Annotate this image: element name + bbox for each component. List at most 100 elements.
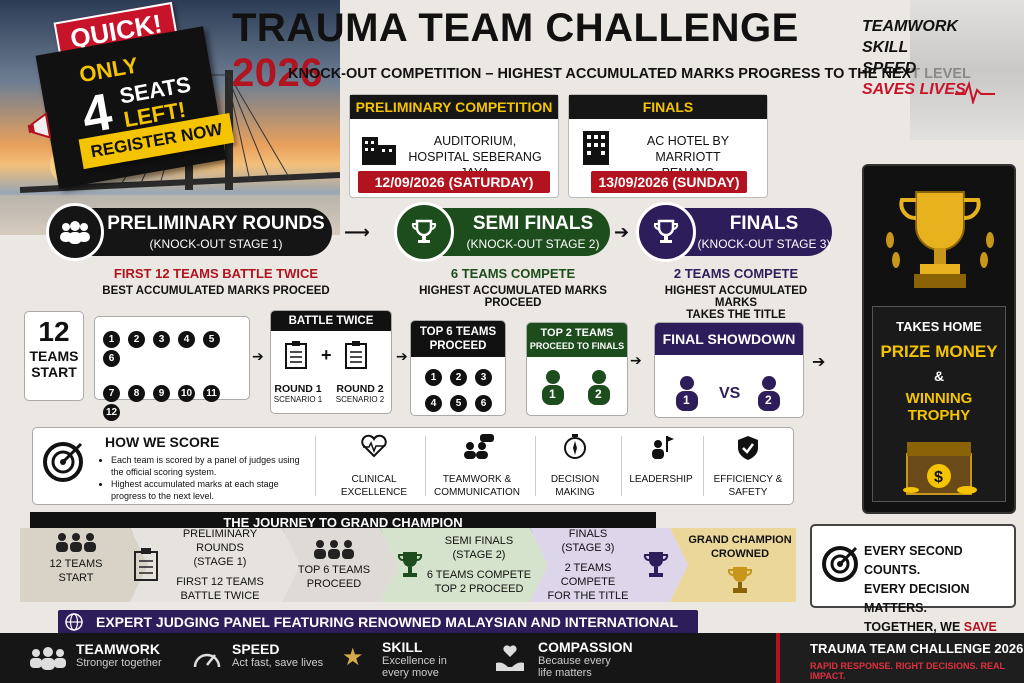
motto-line1: EVERY SECOND COUNTS. bbox=[864, 544, 963, 577]
stage-desc-text-2: TAKES THE TITLE bbox=[686, 309, 786, 321]
team-number: 12 bbox=[103, 404, 120, 421]
team-icon bbox=[56, 533, 96, 552]
team-number: 2 bbox=[765, 393, 772, 407]
journey-text: FINALS bbox=[568, 528, 608, 540]
criteria-label: LEADERSHIP bbox=[629, 474, 693, 485]
footer-item-skill: SKILL Excellence in every move bbox=[382, 639, 447, 679]
team-icon bbox=[30, 647, 66, 670]
footer-desc: Act fast, save lives bbox=[232, 657, 324, 669]
prize-money: PRIZE MONEY bbox=[880, 342, 998, 361]
team-number: 1 bbox=[549, 387, 556, 401]
top2-box: TOP 2 TEAMS PROCEED TO FINALS 1 2 bbox=[526, 322, 628, 416]
vs-text: VS bbox=[719, 385, 741, 402]
scoring-bullet: Highest accumulated marks at each stage … bbox=[111, 478, 301, 502]
criteria-label: EXCELLENCE bbox=[340, 487, 408, 498]
journey-text: START bbox=[58, 572, 94, 584]
motto-line3a: TOGETHER, WE bbox=[864, 620, 964, 634]
journey-text: TOP 2 PROCEED bbox=[434, 583, 524, 595]
final-showdown-box: FINAL SHOWDOWN 1 VS 2 bbox=[654, 322, 804, 418]
stage-red-text: 2 TEAMS COMPETE bbox=[673, 266, 799, 281]
criteria-label: SAFETY bbox=[728, 487, 768, 498]
criteria-label: EFFICIENCY & bbox=[713, 474, 783, 485]
team-number: 2 bbox=[450, 369, 467, 386]
footer-desc: every move bbox=[382, 667, 439, 679]
title-year: 2026 bbox=[232, 51, 323, 95]
team-number: 4 bbox=[425, 395, 442, 412]
prize-panel: TAKES HOME PRIZE MONEY & WINNING TROPHY … bbox=[862, 164, 1016, 514]
footer: TEAMWORK Stronger together SPEED Act fas… bbox=[0, 633, 1024, 683]
venue-line1: AUDITORIUM, bbox=[433, 134, 517, 148]
journey-title: THE JOURNEY TO GRAND CHAMPION bbox=[30, 512, 656, 533]
criteria-label: TEAMWORK & bbox=[442, 474, 512, 485]
plus-sign: + bbox=[321, 345, 332, 365]
stage-sub: (KNOCK-OUT STAGE 1) bbox=[149, 237, 283, 251]
battle-twice-box: BATTLE TWICE + ROUND 1 SCENARIO 1 ROUND … bbox=[270, 310, 392, 414]
footer-heading: TEAMWORK bbox=[76, 641, 160, 657]
team-number: 7 bbox=[103, 385, 120, 402]
start-label: START bbox=[31, 364, 77, 380]
journey-text: 12 TEAMS bbox=[49, 558, 103, 570]
top6-label: TOP 6 TEAMS bbox=[419, 326, 497, 338]
team-number: 1 bbox=[683, 393, 690, 407]
scoring-bullet: Each team is scored by a panel of judges… bbox=[111, 454, 301, 478]
footer-heading: SKILL bbox=[382, 639, 423, 655]
prize-info: TAKES HOME PRIZE MONEY & WINNING TROPHY … bbox=[872, 306, 1006, 502]
stage-title: FINALS bbox=[729, 213, 799, 234]
team-number: 6 bbox=[103, 350, 120, 367]
stage-desc-semifinal: 6 TEAMS COMPETE HIGHEST ACCUMULATED MARK… bbox=[410, 266, 616, 309]
venue-date: 13/09/2026 (SUNDAY) bbox=[591, 171, 747, 193]
stage-desc-text: HIGHEST ACCUMULATED MARKS bbox=[664, 285, 808, 309]
arrow-right-icon: ➔ bbox=[630, 352, 642, 368]
clipboard-icon bbox=[285, 341, 307, 369]
stage-desc-text: BEST ACCUMULATED MARKS PROCEED bbox=[102, 285, 330, 297]
team-number: 3 bbox=[475, 369, 492, 386]
team-number: 2 bbox=[128, 331, 145, 348]
arrow-right-icon: ⟶ bbox=[344, 222, 370, 242]
team-number: 10 bbox=[178, 385, 195, 402]
scoring-panel: HOW WE SCORE Each team is scored by a pa… bbox=[32, 427, 794, 505]
battle-twice-head: BATTLE TWICE bbox=[271, 311, 391, 331]
motto-line2: EVERY DECISION MATTERS. bbox=[864, 582, 970, 615]
shield-check-icon bbox=[738, 436, 758, 460]
surgeons-image bbox=[910, 0, 1024, 140]
journey-text: GRAND CHAMPION bbox=[688, 534, 792, 546]
team-member-icon bbox=[758, 376, 780, 411]
stage-preliminary-bar: PRELIMINARY ROUNDS (KNOCK-OUT STAGE 1) bbox=[60, 208, 332, 256]
journey-text: FOR THE TITLE bbox=[547, 590, 629, 602]
journey-text: (STAGE 1) bbox=[193, 556, 247, 568]
footer-desc: Stronger together bbox=[76, 657, 162, 669]
criteria-efficiency: EFFICIENCY & SAFETY bbox=[705, 434, 791, 499]
team-number: 4 bbox=[178, 331, 195, 348]
building-icon bbox=[362, 137, 396, 165]
stage-title: PRELIMINARY ROUNDS bbox=[107, 213, 325, 234]
journey-text: (STAGE 3) bbox=[561, 542, 615, 554]
stage-desc-text: HIGHEST ACCUMULATED MARKS PROCEED bbox=[419, 285, 607, 309]
team-number: 5 bbox=[203, 331, 220, 348]
footer-brand-title: TRAUMA TEAM CHALLENGE 2026 bbox=[810, 641, 1024, 656]
star-icon: ★ bbox=[342, 644, 364, 671]
motto-box: EVERY SECOND COUNTS. EVERY DECISION MATT… bbox=[810, 524, 1016, 653]
journey-text: CROWNED bbox=[710, 548, 770, 560]
trophy-icon bbox=[394, 202, 454, 262]
journey-strip: 12 TEAMS START PRELIMINARY ROUNDS (STAGE… bbox=[20, 528, 796, 602]
team-number: 1 bbox=[103, 331, 120, 348]
teams-start-box: 12 TEAMS START bbox=[24, 311, 84, 401]
clipboard-icon bbox=[345, 341, 367, 369]
footer-item-speed: SPEED Act fast, save lives bbox=[232, 641, 323, 669]
care-hands-icon bbox=[496, 645, 524, 671]
stage-red-text: FIRST 12 TEAMS BATTLE TWICE bbox=[113, 266, 319, 281]
journey-text: 6 TEAMS COMPETE bbox=[426, 569, 532, 581]
footer-item-teamwork: TEAMWORK Stronger together bbox=[76, 641, 162, 669]
clipboard-icon bbox=[134, 548, 158, 581]
trophy-icon bbox=[643, 552, 669, 577]
heartbeat-line-icon bbox=[955, 80, 995, 104]
arrow-right-icon: ➔ bbox=[252, 348, 264, 364]
criteria-label: COMMUNICATION bbox=[434, 487, 520, 498]
top2-label: TOP 2 TEAMS bbox=[540, 327, 614, 339]
round2-label: ROUND 2 bbox=[336, 383, 384, 395]
target-icon bbox=[43, 442, 83, 482]
gold-trophy-icon bbox=[727, 567, 753, 593]
